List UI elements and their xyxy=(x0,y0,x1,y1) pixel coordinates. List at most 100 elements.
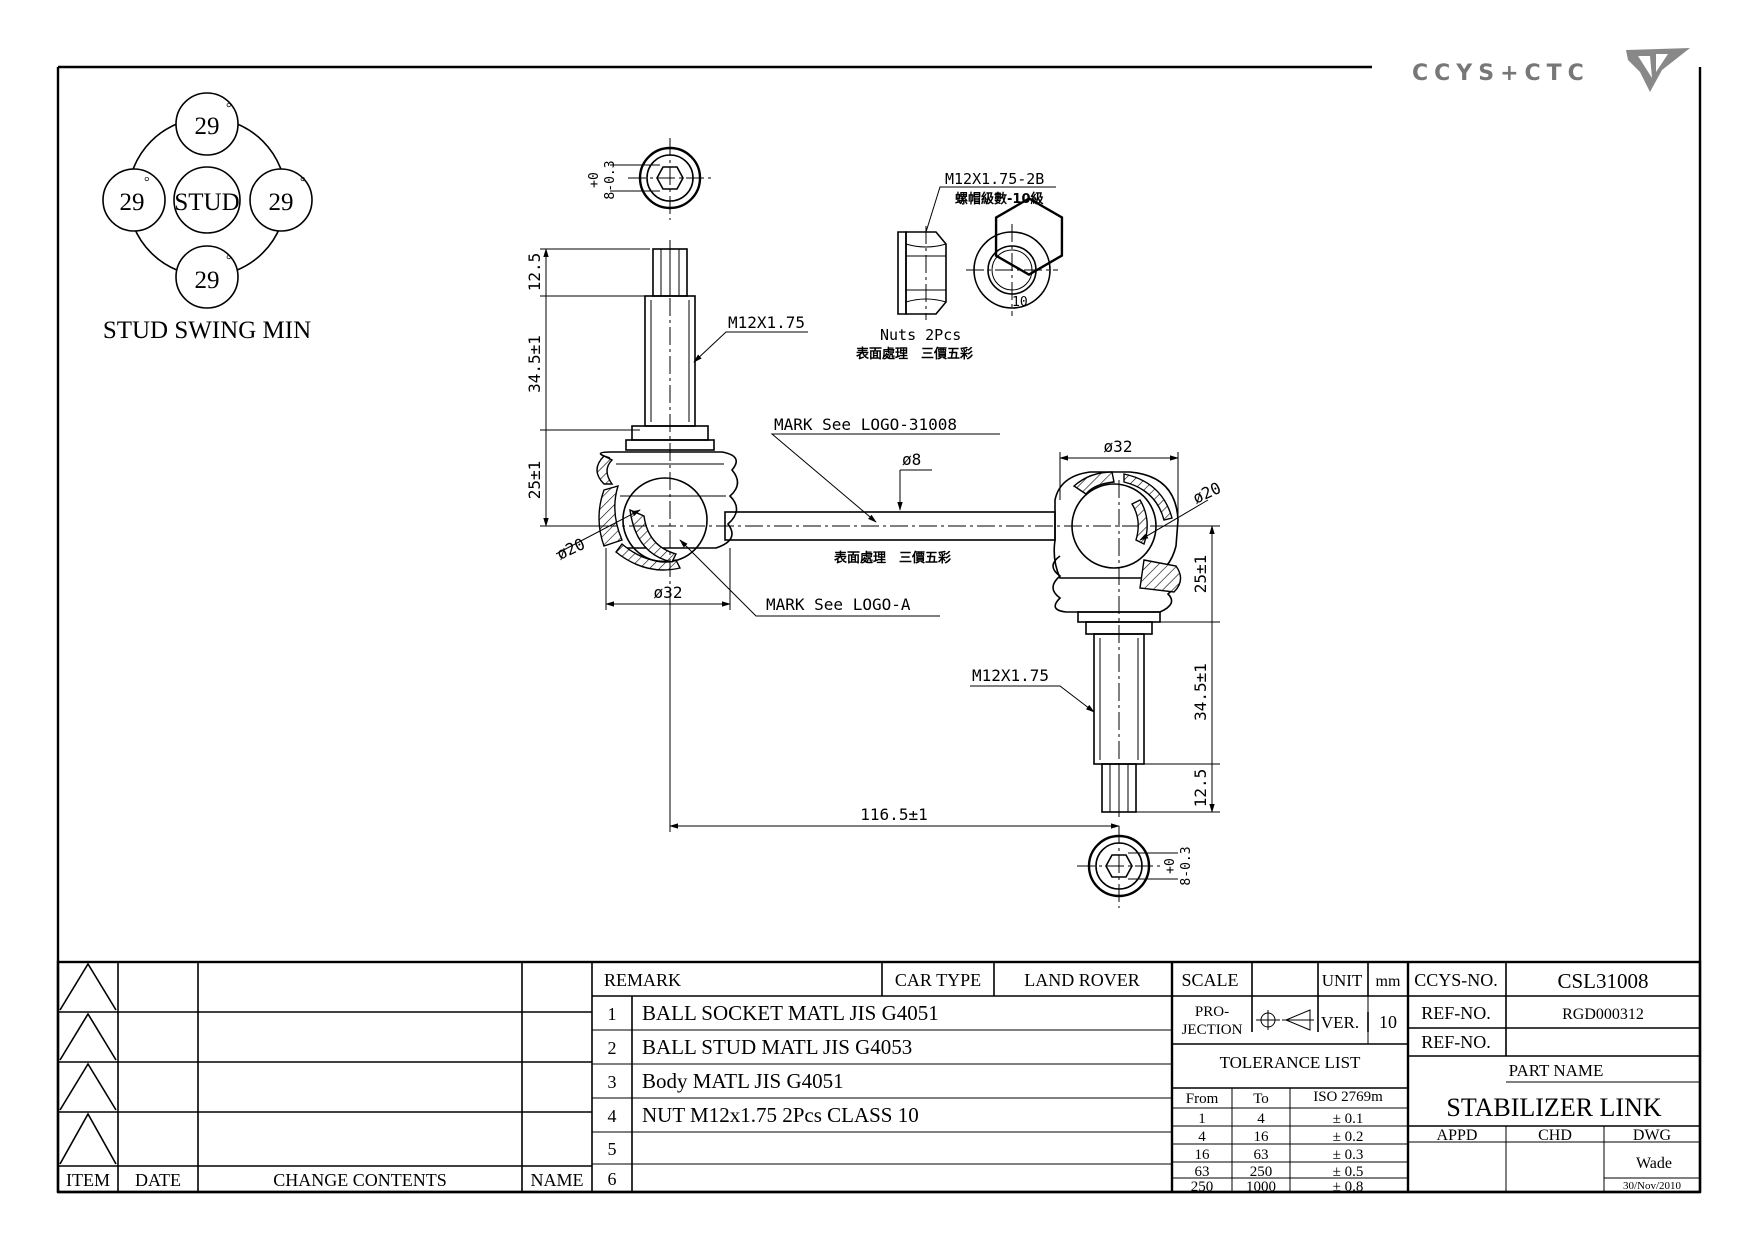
ccys-no-value: CSL31008 xyxy=(1557,969,1648,993)
remark-row-text: NUT M12x1.75 2Pcs CLASS 10 xyxy=(642,1103,919,1127)
ver-label: VER. xyxy=(1321,1013,1359,1032)
hex-tol-bottom-b: 8-0.3 xyxy=(1179,846,1194,885)
top-hex-end-view: +0 8-0.3 xyxy=(587,138,712,220)
degree-mark: ° xyxy=(144,175,150,190)
remark-row-text: BALL STUD MATL JIS G4053 xyxy=(642,1035,912,1059)
rev-header-name: NAME xyxy=(531,1170,584,1190)
tol-header-iso: ISO 2769m xyxy=(1313,1089,1383,1105)
projection-label-b: JECTION xyxy=(1182,1022,1243,1038)
swing-top: 29 xyxy=(195,113,220,140)
tol-row-from: 63 xyxy=(1195,1164,1210,1180)
dim-length: 116.5±1 xyxy=(860,805,927,824)
tol-row-from: 250 xyxy=(1191,1179,1214,1195)
dim-25-top: 25±1 xyxy=(525,461,544,500)
car-type-label: CAR TYPE xyxy=(895,970,981,990)
dwg-date: 30/Nov/2010 xyxy=(1623,1180,1682,1192)
tol-row-value: ± 0.2 xyxy=(1333,1129,1364,1145)
degree-mark: ° xyxy=(300,175,306,190)
scale-label: SCALE xyxy=(1181,970,1238,990)
title-block: ITEM DATE CHANGE CONTENTS NAME REMARK CA… xyxy=(56,960,1702,1195)
remark-row-text: BALL SOCKET MATL JIS G4051 xyxy=(642,1001,939,1025)
chd-label: CHD xyxy=(1538,1127,1572,1144)
part-name-value: STABILIZER LINK xyxy=(1446,1093,1661,1122)
tolerance-title: TOLERANCE LIST xyxy=(1220,1053,1361,1072)
degree-mark: ° xyxy=(226,253,232,268)
tol-row-from: 16 xyxy=(1195,1147,1211,1163)
degree-mark: ° xyxy=(226,101,232,116)
dwg-name: Wade xyxy=(1636,1155,1672,1172)
tol-row-to: 1000 xyxy=(1246,1179,1276,1195)
bottom-hex-end-view: +0 8-0.3 xyxy=(1077,826,1194,908)
dia32-top: ø32 xyxy=(1104,437,1133,456)
remark-row-no: 6 xyxy=(608,1169,617,1189)
hex-tol-top-b: 8-0.3 xyxy=(603,160,618,199)
ref-no-label-2: REF-NO. xyxy=(1421,1032,1491,1052)
unit-value: mm xyxy=(1376,973,1401,990)
tol-row-to: 4 xyxy=(1257,1111,1265,1127)
dwg-label: DWG xyxy=(1633,1127,1672,1144)
ccys-no-label: CCYS-NO. xyxy=(1414,970,1498,990)
nut-surface-label: 表面處理 三價五彩 xyxy=(855,346,973,362)
tol-row-to: 16 xyxy=(1254,1129,1270,1145)
part-info-block: CCYS-NO. CSL31008 REF-NO. RGD000312 REF-… xyxy=(1408,962,1700,1192)
ver-value: 10 xyxy=(1379,1012,1397,1032)
remark-row-no: 1 xyxy=(608,1004,617,1024)
stud-swing-diagram: 29 29 STUD 29 29 ° ° ° ° STUD SWING MIN xyxy=(102,92,313,344)
rev-header-item: ITEM xyxy=(66,1170,110,1190)
thread-bottom-label: M12X1.75 xyxy=(972,666,1049,685)
swing-left: 29 xyxy=(120,189,145,216)
dim-12-5-top: 12.5 xyxy=(525,253,544,292)
swing-bottom: 29 xyxy=(195,267,220,294)
tol-row-to: 250 xyxy=(1250,1164,1273,1180)
nut-views: 10 M12X1.75-2B 螺帽級數-10級 Nuts 2Pcs 表面處理 三… xyxy=(855,170,1064,362)
remark-row-no: 3 xyxy=(608,1072,617,1092)
ref-no-label-1: REF-NO. xyxy=(1421,1003,1491,1023)
dim-12-5-bottom: 12.5 xyxy=(1191,769,1210,808)
car-type-value: LAND ROVER xyxy=(1024,970,1140,990)
tol-row-value: ± 0.1 xyxy=(1333,1111,1364,1127)
tol-header-to: To xyxy=(1253,1091,1269,1107)
right-ball-joint xyxy=(1052,471,1182,820)
remark-row-no: 4 xyxy=(608,1106,617,1126)
swing-center-label: STUD xyxy=(174,189,239,216)
appd-label: APPD xyxy=(1437,1127,1478,1144)
rev-header-date: DATE xyxy=(135,1170,181,1190)
hex-tol-top-a: +0 xyxy=(587,172,602,188)
dim-34-5-top: 34.5±1 xyxy=(525,335,544,393)
dim-25-bottom: 25±1 xyxy=(1191,555,1210,594)
tol-row-value: ± 0.5 xyxy=(1333,1164,1364,1180)
remark-table: REMARK CAR TYPE LAND ROVER 1 BALL SOCKET … xyxy=(592,962,1174,1192)
nuts-qty-label: Nuts 2Pcs xyxy=(880,326,961,344)
logo-text: CCYS+CTC xyxy=(1412,61,1590,86)
mark-logo-main: MARK See LOGO-31008 xyxy=(774,415,957,434)
remark-row-no: 5 xyxy=(608,1139,617,1159)
revision-table: ITEM DATE CHANGE CONTENTS NAME xyxy=(58,962,593,1192)
dim-34-5-bottom: 34.5±1 xyxy=(1191,663,1210,721)
tol-row-from: 4 xyxy=(1198,1129,1206,1145)
remark-label: REMARK xyxy=(604,970,681,990)
spec-table: SCALE UNIT mm PRO- JECTION VER. 10 TOLER… xyxy=(1172,962,1410,1195)
part-name-label: PART NAME xyxy=(1509,1061,1604,1080)
remark-row-text: Body MATL JIS G4051 xyxy=(642,1069,844,1093)
tol-row-value: ± 0.3 xyxy=(1333,1147,1364,1163)
body-surface-label: 表面處理 三價五彩 xyxy=(833,550,951,566)
ref-no-value-1: RGD000312 xyxy=(1562,1006,1644,1023)
remark-row-no: 2 xyxy=(608,1038,617,1058)
brand-logo: CCYS+CTC xyxy=(1412,48,1690,92)
remark-rows: 1 BALL SOCKET MATL JIS G4051 2 BALL STUD MA… xyxy=(608,1001,939,1189)
rev-header-change: CHANGE CONTENTS xyxy=(273,1170,447,1190)
dia20-right: ø20 xyxy=(1190,478,1224,507)
tol-row-value: ± 0.8 xyxy=(1333,1179,1364,1195)
tol-row-from: 1 xyxy=(1198,1111,1206,1127)
hex-tol-bottom-a: +0 xyxy=(1163,858,1178,874)
thread-top-label: M12X1.75 xyxy=(728,313,805,332)
swing-right: 29 xyxy=(269,189,294,216)
rod-dia: ø8 xyxy=(902,450,921,469)
dia20-left: ø20 xyxy=(554,534,588,563)
nut-thread-label: M12X1.75-2B xyxy=(945,170,1044,188)
nut-grade-label: 螺帽級數-10級 xyxy=(955,191,1044,207)
tol-row-to: 63 xyxy=(1254,1147,1269,1163)
unit-label: UNIT xyxy=(1322,971,1363,990)
